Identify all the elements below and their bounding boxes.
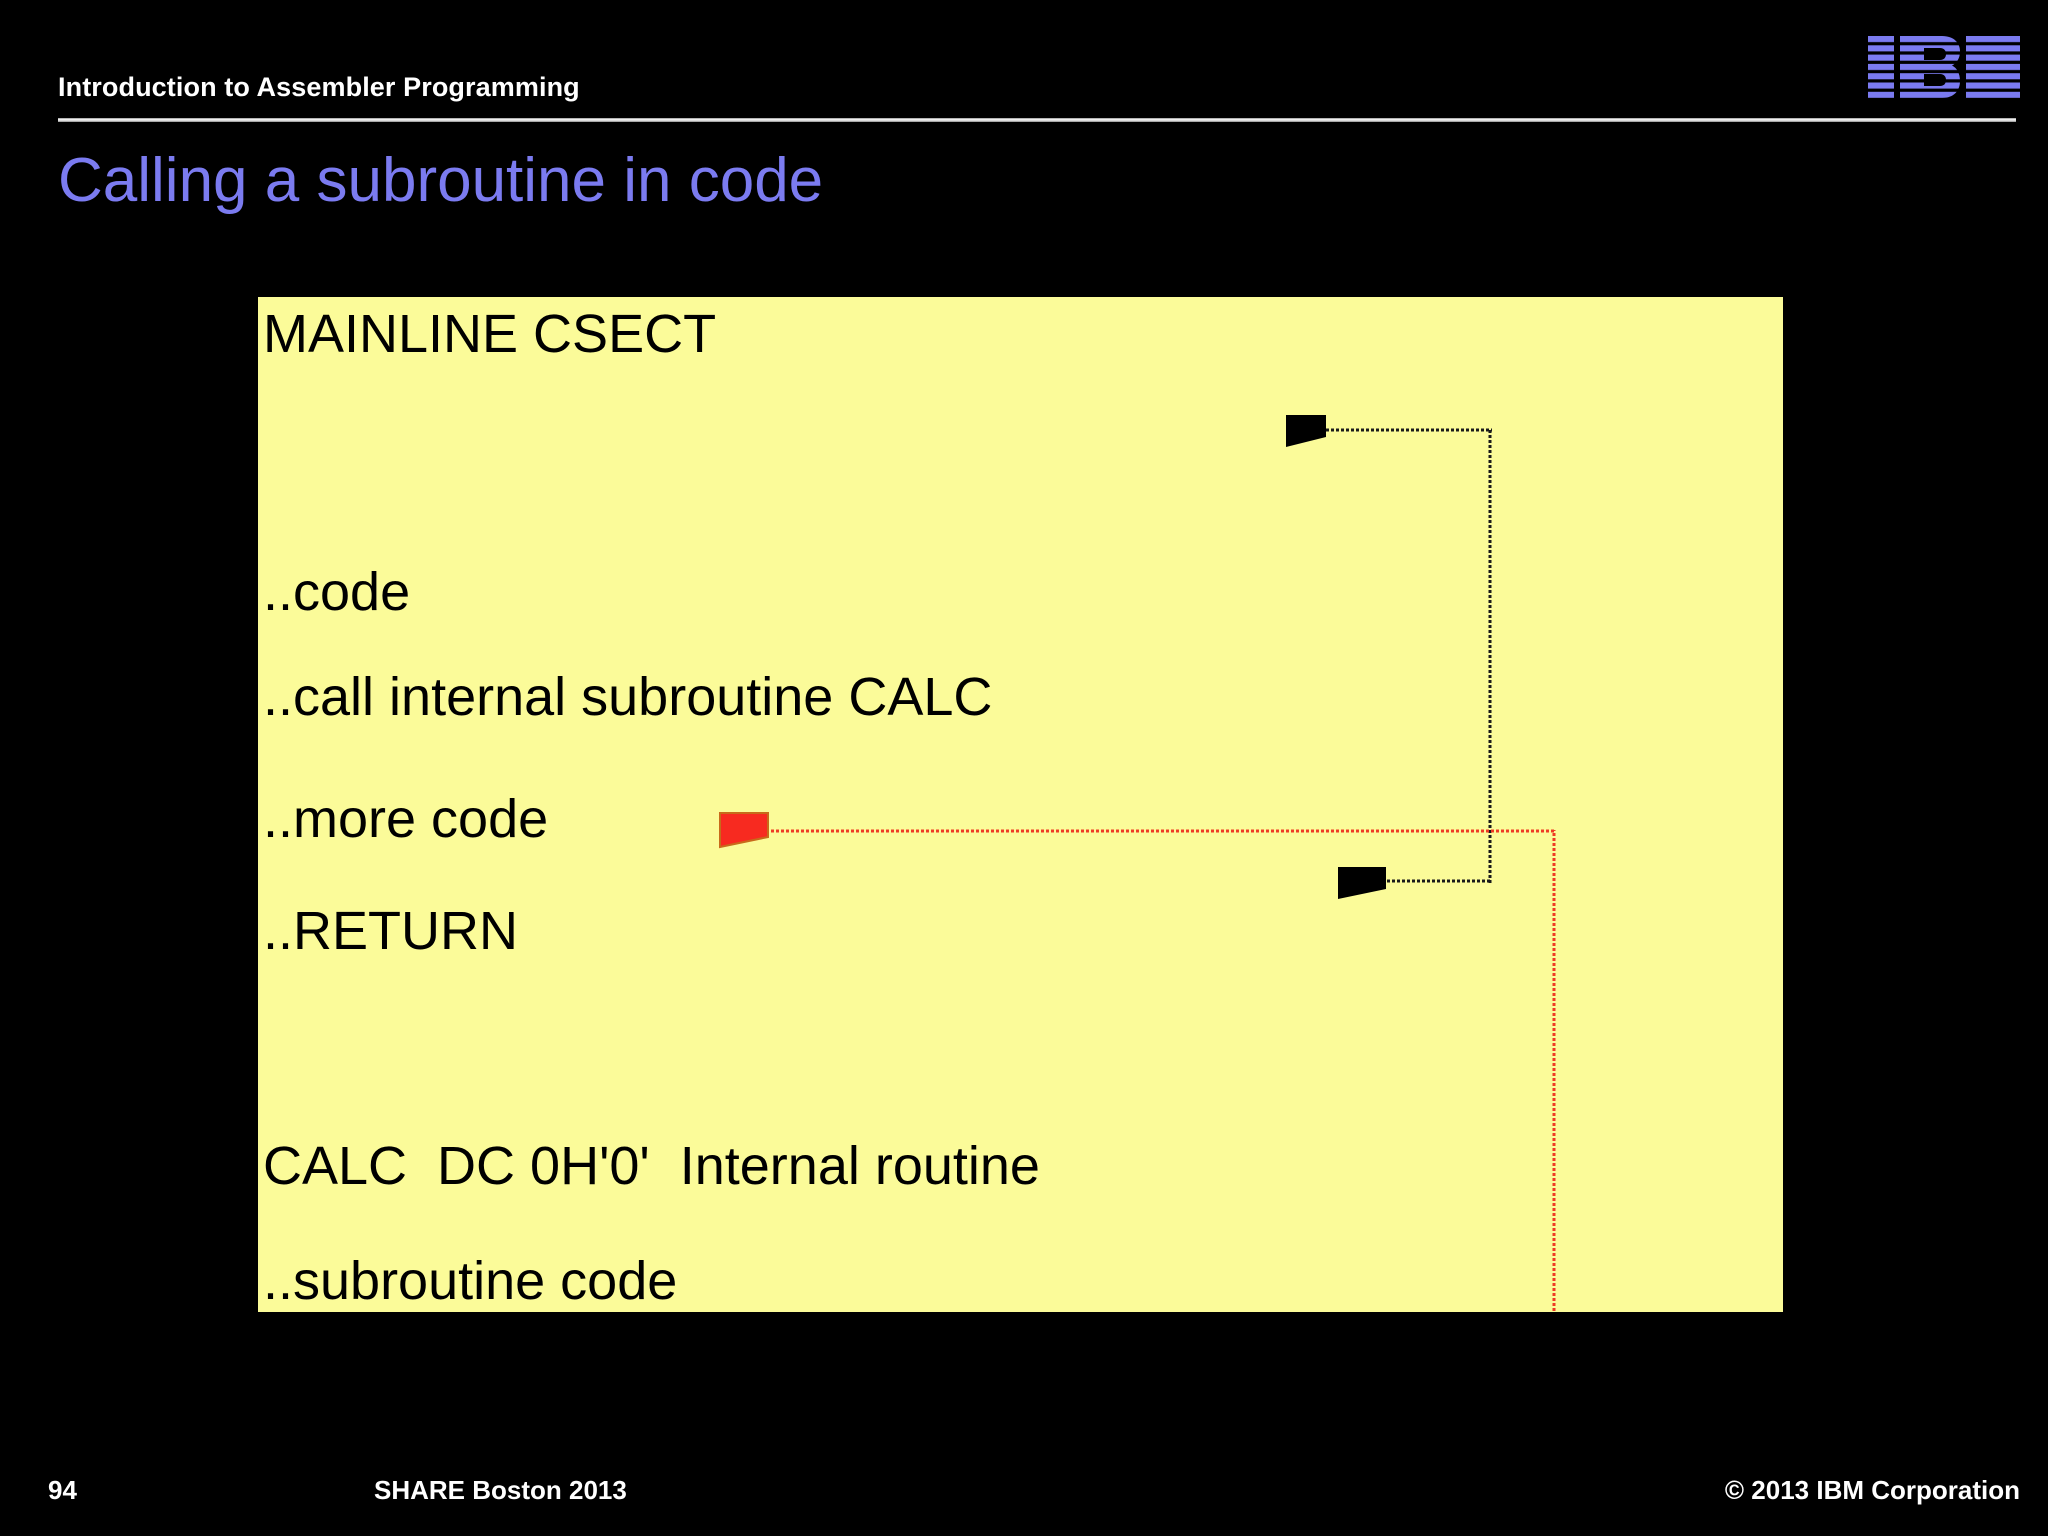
code-line: CALC DC 0H'0' Internal routine [263, 1136, 1040, 1196]
code-line: ..call internal subroutine CALC [263, 667, 993, 727]
page-title: Calling a subroutine in code [58, 146, 824, 215]
code-line: ..subroutine code [263, 1251, 678, 1311]
header-divider-rule [58, 118, 2016, 122]
code-lines-group: MAINLINE CSECT ..code ..call internal su… [263, 297, 1783, 1312]
header-eyebrow-text: Introduction to Assembler Programming [58, 72, 580, 102]
code-line: ..more code [263, 789, 549, 849]
slide-footer: 94 SHARE Boston 2013 © 2013 IBM Corporat… [0, 1426, 2048, 1536]
ibm-logo-icon [1868, 36, 2020, 98]
code-listing-card: MAINLINE CSECT ..code ..call internal su… [258, 297, 1783, 1312]
code-line: MAINLINE CSECT [263, 304, 717, 364]
code-line: ..RETURN [263, 901, 518, 961]
footer-event-name: SHARE Boston 2013 [374, 1475, 627, 1505]
footer-page-number: 94 [48, 1475, 77, 1505]
slide-header: Introduction to Assembler Programming [0, 0, 2048, 140]
code-line: ..code [263, 562, 411, 622]
footer-copyright: © 2013 IBM Corporation [1724, 1475, 2020, 1505]
